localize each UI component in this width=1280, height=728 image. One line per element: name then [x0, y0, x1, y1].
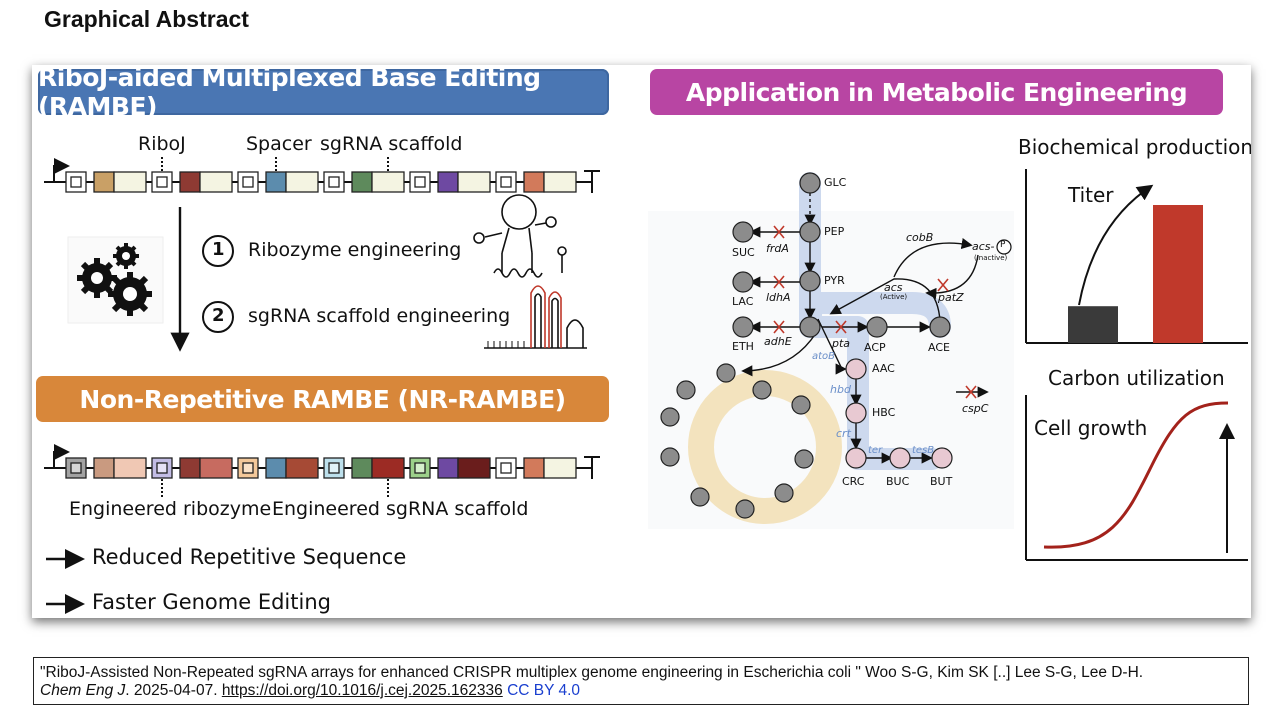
- gene-label: patZ: [938, 291, 964, 304]
- gene-label: acs-: [972, 240, 995, 253]
- metabolite-label: ACP: [864, 341, 886, 354]
- growth-chart: [1025, 395, 1248, 561]
- metabolite-label: AAC: [872, 362, 895, 375]
- rambe-banner: RiboJ-aided Multiplexed Base Editing (RA…: [38, 65, 609, 121]
- benefit-text: Reduced Repetitive Sequence: [92, 545, 407, 569]
- gene-label: adhE: [764, 335, 792, 348]
- engineered-ribozyme-label: Engineered ribozyme: [69, 498, 272, 520]
- citation-journal: Chem Eng J: [40, 682, 126, 699]
- step-label: sgRNA scaffold engineering: [248, 305, 511, 327]
- gene-label: pta: [832, 337, 851, 350]
- promoter-arrow-icon: [53, 158, 70, 182]
- metabolite-label: PYR: [824, 274, 845, 287]
- application-banner: Application in Metabolic Engineering: [650, 69, 1223, 115]
- metabolite-label: BUC: [886, 475, 910, 488]
- doi-link[interactable]: https://doi.org/10.1016/j.cej.2025.16233…: [221, 682, 503, 699]
- gene-label: crt: [836, 427, 851, 440]
- ribozyme-structure-icon: [473, 194, 567, 278]
- citation-box: "RiboJ-Assisted Non-Repeated sgRNA array…: [33, 657, 1249, 705]
- metabolite-label: BUT: [930, 475, 953, 488]
- abstract-graphics: [44, 157, 1248, 614]
- phosphate-symbol: P: [1000, 240, 1006, 250]
- sgrna-scaffold-icon: [484, 285, 587, 349]
- carbon-title: Carbon utilization: [1048, 366, 1225, 390]
- growth-curve: [1043, 401, 1229, 549]
- page-title: Graphical Abstract: [44, 6, 249, 32]
- citation-quote: "RiboJ-Assisted Non-Repeated sgRNA array…: [40, 664, 1144, 681]
- metabolite-label: PEP: [824, 225, 845, 238]
- acs-active-label: (Active): [880, 293, 908, 301]
- spacer-label: Spacer: [246, 133, 312, 155]
- metabolite-label: CRC: [842, 475, 865, 488]
- gene-label: frdA: [766, 242, 789, 255]
- gears-icon: [67, 236, 164, 324]
- benefit-text: Faster Genome Editing: [92, 590, 331, 614]
- graphical-abstract: RiboJ-aided Multiplexed Base Editing (RA…: [32, 65, 1251, 618]
- citation-date: . 2025-04-07.: [125, 682, 222, 699]
- gene-label: ter: [868, 445, 883, 456]
- acs-inactive-label: (Inactive): [974, 254, 1008, 262]
- gene-label: hbd: [830, 383, 851, 396]
- cell-growth-label: Cell growth: [1034, 416, 1148, 440]
- nr-rambe-banner: Non-Repetitive RAMBE (NR-RAMBE): [36, 376, 609, 422]
- step-number: 2: [212, 305, 225, 326]
- gene-label: acs: [884, 281, 903, 294]
- license-link[interactable]: CC BY 4.0: [507, 682, 581, 699]
- biochemical-title: Biochemical production: [1018, 135, 1251, 159]
- metabolic-pathway: [648, 172, 1014, 529]
- gene-label: tesB: [912, 445, 935, 456]
- riboj-label: RiboJ: [138, 133, 186, 155]
- metabolite-label: LAC: [732, 295, 754, 308]
- scaffold-label: sgRNA scaffold: [320, 133, 463, 155]
- titer-chart: [1025, 169, 1248, 344]
- metabolite-label: ETH: [732, 340, 754, 353]
- rambe-array: [44, 157, 600, 193]
- metabolite-label: GLC: [824, 176, 847, 189]
- gene-label: ldhA: [766, 291, 791, 304]
- gene-label: atoB: [812, 351, 836, 362]
- metabolite-label: HBC: [872, 406, 896, 419]
- metabolite-label: ACE: [928, 341, 950, 354]
- titer-bar-before: [1068, 306, 1118, 343]
- step-number: 1: [212, 239, 225, 260]
- step-label: Ribozyme engineering: [248, 239, 462, 261]
- titer-label: Titer: [1068, 183, 1114, 207]
- gene-label: cspC: [962, 402, 989, 415]
- metabolite-label: SUC: [732, 246, 755, 259]
- gene-label: cobB: [906, 231, 934, 244]
- engineered-scaffold-label: Engineered sgRNA scaffold: [272, 498, 529, 520]
- nr-rambe-array: [44, 444, 600, 497]
- terminator-icon: [584, 170, 600, 193]
- titer-bar-after: [1153, 205, 1203, 343]
